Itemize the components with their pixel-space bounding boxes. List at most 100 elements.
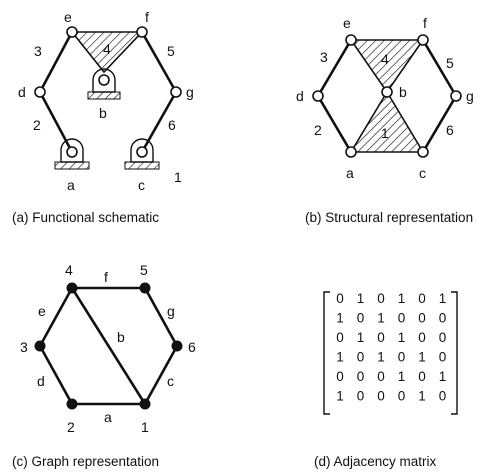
matrix-cell: 0 <box>336 369 344 384</box>
matrix-cell: 1 <box>336 311 344 326</box>
link-6 <box>421 94 458 154</box>
label-d: d <box>296 88 304 104</box>
vertex-6 <box>171 340 183 352</box>
matrix-cell: 1 <box>377 311 385 326</box>
link-2 <box>316 94 353 154</box>
panel-structural-representation: e f d g b a c 3 4 5 2 1 6 (b) Structural… <box>296 15 474 225</box>
joint-g <box>170 86 182 98</box>
label-link-4: 4 <box>381 51 389 67</box>
label-link-2: 2 <box>314 122 322 138</box>
matrix-right-bracket <box>451 291 458 415</box>
ground-support-a <box>60 138 84 163</box>
ground-support-b <box>92 68 116 93</box>
joint-b <box>98 74 110 86</box>
matrix-cell: 1 <box>377 350 385 365</box>
matrix-cell: 0 <box>377 330 385 345</box>
label-a: a <box>346 165 354 181</box>
matrix-cell: 0 <box>418 369 426 384</box>
joint-b <box>381 86 393 98</box>
label-g: g <box>186 84 194 100</box>
label-g: g <box>466 88 474 104</box>
label-b: b <box>99 105 107 121</box>
matrix-cell: 1 <box>418 350 426 365</box>
label-link-3: 3 <box>320 49 328 65</box>
matrix-cell: 0 <box>398 389 406 404</box>
matrix-cell: 0 <box>418 291 426 306</box>
matrix-left-bracket <box>323 291 330 415</box>
edge-label-d: d <box>37 373 45 389</box>
joint-e <box>66 26 78 38</box>
matrix-cell: 0 <box>357 350 365 365</box>
joint-e <box>345 34 357 46</box>
edge-label-f: f <box>104 269 108 285</box>
joint-d <box>34 86 46 98</box>
caption-d: (d) Adjacency matrix <box>314 454 437 469</box>
label-f: f <box>423 15 427 31</box>
matrix-cell: 1 <box>418 389 426 404</box>
joint-a <box>345 146 357 158</box>
edge-d <box>38 344 74 406</box>
edge-label-e: e <box>38 303 46 319</box>
link-3 <box>316 38 353 98</box>
edge-label-b: b <box>117 329 125 345</box>
matrix-cell: 0 <box>377 389 385 404</box>
matrix-cell: 1 <box>398 330 406 345</box>
joint-d <box>312 90 324 102</box>
vertex-label-6: 6 <box>188 339 196 355</box>
matrix-cell: 0 <box>439 311 447 326</box>
matrix-cell: 0 <box>336 291 344 306</box>
matrix-cell: 0 <box>439 330 447 345</box>
joint-f <box>136 26 148 38</box>
edge-c <box>143 344 179 406</box>
matrix-cell: 1 <box>439 369 447 384</box>
matrix-cell: 0 <box>377 369 385 384</box>
label-d: d <box>18 84 26 100</box>
vertex-label-4: 4 <box>65 262 73 278</box>
ground-hatch-c <box>124 161 160 170</box>
matrix-cell: 0 <box>439 350 447 365</box>
joint-a <box>66 146 78 158</box>
vertex-2 <box>66 398 78 410</box>
label-link-6: 6 <box>446 122 454 138</box>
vertex-5 <box>139 282 151 294</box>
matrix-cell: 0 <box>357 389 365 404</box>
joint-g <box>450 90 462 102</box>
link-6 <box>140 90 178 154</box>
panel-functional-schematic: e f d g b a c 3 4 5 2 6 1 (a) Functional… <box>12 9 194 225</box>
vertex-label-2: 2 <box>67 419 75 435</box>
edge-b <box>70 286 147 406</box>
matrix-cell: 1 <box>357 291 365 306</box>
label-link-1: 1 <box>381 125 389 141</box>
label-link-6: 6 <box>168 117 176 133</box>
vertex-label-5: 5 <box>140 262 148 278</box>
link-2 <box>38 90 74 154</box>
edge-label-g: g <box>167 303 175 319</box>
label-e: e <box>64 9 72 25</box>
ground-hatch-b <box>87 91 121 100</box>
label-b: b <box>399 84 407 100</box>
edge-label-a: a <box>104 409 112 425</box>
label-link-2: 2 <box>33 117 41 133</box>
caption-a: (a) Functional schematic <box>12 210 159 225</box>
vertex-label-1: 1 <box>141 419 149 435</box>
label-e: e <box>343 15 351 31</box>
label-link-5: 5 <box>446 55 454 71</box>
label-c: c <box>419 165 426 181</box>
ground-hatch-a <box>54 161 90 170</box>
caption-c: (c) Graph representation <box>12 454 159 469</box>
caption-b: (b) Structural representation <box>305 210 473 225</box>
link-4-plate <box>70 31 144 74</box>
label-link-3: 3 <box>34 43 42 59</box>
matrix-cell: 1 <box>336 350 344 365</box>
vertex-label-3: 3 <box>20 339 28 355</box>
link-5 <box>140 30 178 94</box>
link-4-triangle <box>349 39 425 94</box>
joint-f <box>417 34 429 46</box>
label-a: a <box>67 177 75 193</box>
link-5 <box>421 38 458 98</box>
matrix-cell: 0 <box>439 389 447 404</box>
matrix-cell: 0 <box>398 350 406 365</box>
panel-graph-representation: 4 5 3 6 2 1 f e g b d c a (c) Graph repr… <box>12 262 196 469</box>
